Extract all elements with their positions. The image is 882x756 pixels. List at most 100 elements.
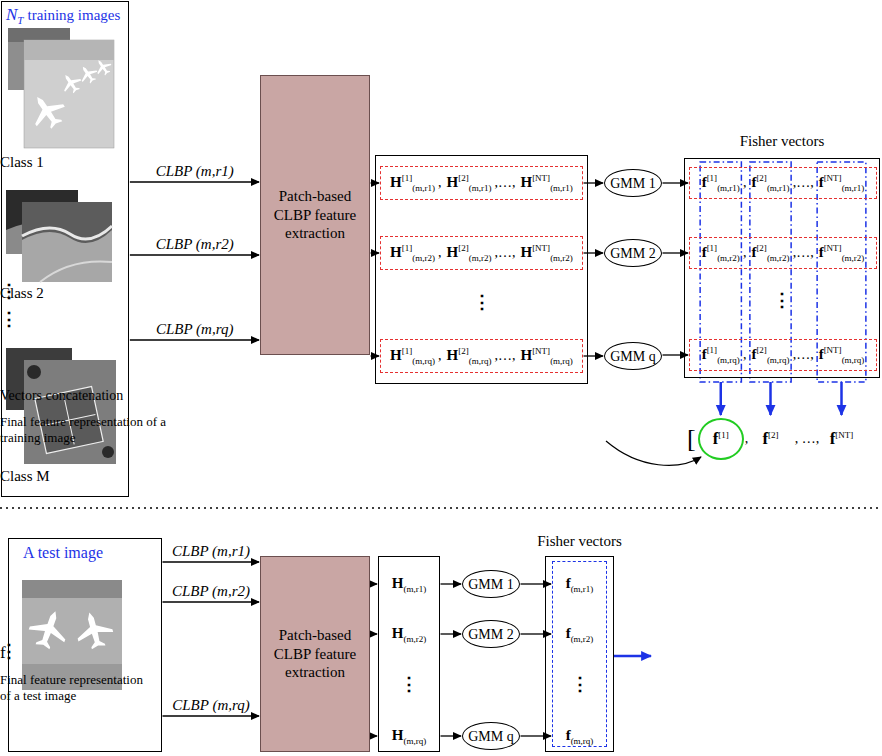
gmm-label: GMM 2 (610, 246, 656, 261)
superscript-index: [NT] (532, 346, 550, 356)
edge-label: CLBP (m,r1) (156, 163, 234, 180)
superscript-index: [2] (458, 173, 469, 183)
matrix-symbol: f (751, 346, 756, 362)
connector-arrow (371, 583, 378, 584)
matrix-symbol: f (751, 244, 756, 260)
matrix-symbol: H (520, 174, 532, 190)
section-divider (0, 507, 882, 509)
superscript-index: [2] (458, 346, 469, 356)
gmm-ellipse: GMM q (604, 342, 662, 370)
histogram-row: H[1](m,r1),H[2](m,r1),…,H[NT](m,r1) (380, 166, 583, 200)
separator: ,…, (494, 245, 515, 260)
subscript-index: (m,rq) (571, 736, 594, 746)
text-line: f(m,r1) (553, 574, 606, 594)
edge-label: CLBP (m,r1) (172, 543, 250, 560)
matrix-symbol: f (819, 346, 824, 362)
matrix-symbol: H (390, 174, 402, 190)
text-line: f[1](m,rq),f[2](m,rq),…,f[NT](m,rq) (702, 345, 865, 365)
histogram-row: H[1](m,rq),H[2](m,rq),…,H[NT](m,rq) (380, 339, 583, 373)
text-line: f(m,rq) (553, 726, 606, 746)
subscript-index: (m,rq) (469, 356, 492, 366)
superscript-index: [NT] (824, 243, 842, 253)
concatenation-arrow (840, 382, 843, 415)
separator: , (745, 431, 749, 447)
text-line: GMM 2 (610, 244, 656, 262)
matrix-symbol: f (819, 174, 824, 190)
matrix-symbol: H (520, 347, 532, 363)
subscript-index: (m,r1) (842, 183, 865, 193)
panel-title: A test image (23, 544, 103, 561)
superscript-index: [1] (707, 173, 718, 183)
separator: , (438, 348, 442, 363)
edge-label: CLBP (m,rq) (156, 321, 234, 338)
subscript-index: (m,r1) (571, 584, 594, 594)
test-image-panel: A test image (8, 538, 162, 752)
matrix-symbol: H (447, 347, 459, 363)
beach-thumbnail (6, 190, 112, 282)
ellipsis: ⋮ (400, 674, 418, 694)
matrix-symbol: H (520, 244, 532, 260)
separator: , (743, 245, 747, 260)
superscript-index: [2] (768, 430, 779, 440)
text-line: ⋮ (553, 675, 606, 694)
matrix-symbol: H (392, 575, 404, 591)
separator: ,…, (793, 175, 814, 190)
superscript-index: [1] (707, 345, 718, 355)
connector-arrow (163, 561, 260, 562)
matrix-symbol: H (447, 174, 459, 190)
ellipsis: ⋮ (773, 290, 791, 310)
ellipsis: ⋮ (0, 280, 18, 302)
text-line: GMM q (610, 347, 656, 365)
text-line: GMM 2 (468, 625, 514, 643)
separator: , (438, 245, 442, 260)
connector-arrow (584, 182, 604, 183)
vector-symbol: f (0, 643, 6, 663)
process-label: Patch-based CLBP feature extraction (265, 626, 365, 682)
text-line: f(m,r2) (553, 624, 606, 644)
leader-arrow (606, 441, 701, 465)
concatenation-arrow (769, 382, 772, 415)
matrix-symbol: H (392, 625, 404, 641)
text-line: GMM 1 (468, 575, 514, 593)
text-line: H(m,r1) (379, 574, 439, 594)
superscript-index: [2] (756, 173, 767, 183)
connector-arrow (130, 181, 259, 182)
edge-label: CLBP (m,r2) (156, 236, 234, 253)
text-line: Fisher vectors (476, 532, 683, 550)
separator: ,…, (793, 347, 814, 362)
panel-heading: Fisher vectors (537, 533, 622, 549)
superscript-index: [NT] (835, 430, 853, 440)
panel-title: T (17, 14, 23, 26)
panel-title: training images (27, 7, 120, 23)
matrix-symbol: f (702, 244, 707, 260)
subscript-index: (m,r2) (842, 253, 865, 263)
subscript-index: (m,r1) (717, 183, 740, 193)
superscript-index: [1] (402, 173, 413, 183)
subscript-index: (m,r1) (412, 183, 435, 193)
connector-arrow (371, 633, 378, 634)
process-label: Patch-based CLBP feature extraction (265, 187, 365, 243)
superscript-index: [NT] (532, 243, 550, 253)
panel-title: N (6, 5, 17, 24)
subscript-index: (m,rq) (842, 355, 865, 365)
superscript-index: [1] (402, 243, 413, 253)
gmm-ellipse: GMM 1 (462, 570, 520, 598)
fisher-row: f[1](m,r2),f[2](m,r2),…,f[NT](m,r2) (689, 237, 877, 269)
gmm-label: GMM q (468, 729, 514, 744)
annotation-text: Final feature representation of a traini… (0, 414, 168, 446)
fisher-panel: Fisher vectors⋮f[1](m,r1),f[2](m,r1),…,f… (684, 158, 880, 378)
superscript-index: [NT] (824, 173, 842, 183)
ellipsis: ⋮ (0, 308, 18, 330)
text-line: ⋮ (376, 293, 587, 312)
subscript-index: (m,rq) (717, 355, 740, 365)
text-line: ⋮ (379, 675, 439, 694)
ellipsis: ⋮ (571, 674, 589, 694)
text-line: f[1](m,r2),f[2](m,r2),…,f[NT](m,r2) (702, 243, 865, 263)
annotation-text: Final feature representation of a test i… (0, 672, 150, 704)
column-group-outline (700, 162, 741, 382)
superscript-index: [2] (458, 243, 469, 253)
separator: , …, (795, 431, 820, 447)
text-line: GMM 1 (610, 174, 656, 192)
separator: ,…, (494, 175, 515, 190)
matrix-symbol: f (702, 346, 707, 362)
